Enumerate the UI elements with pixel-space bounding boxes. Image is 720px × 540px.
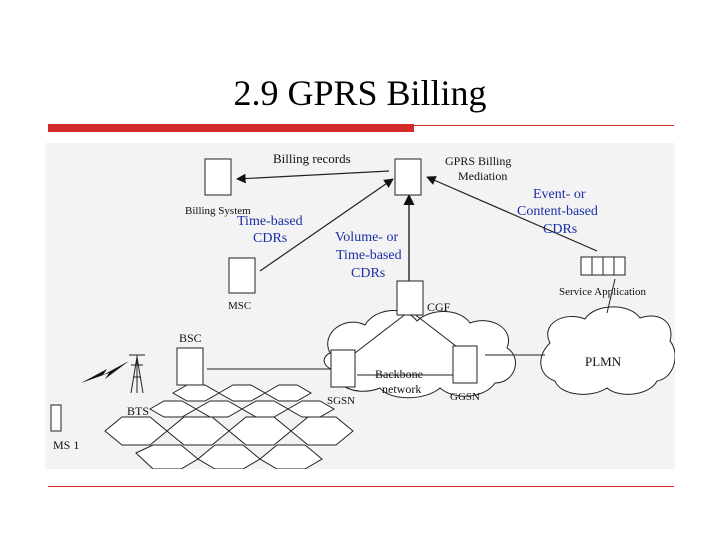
slide-title: 2.9 GPRS Billing <box>233 73 487 113</box>
msc-label: MSC <box>228 300 251 312</box>
event-label-line3: CDRs <box>543 222 577 237</box>
bts-label: BTS <box>127 404 149 418</box>
billing-records-label: Billing records <box>273 151 351 166</box>
mediation-box <box>394 158 422 196</box>
cgf-label: CGF <box>427 300 451 314</box>
title-underline-thin <box>414 125 674 126</box>
backbone-label-line2: network <box>382 382 421 396</box>
event-label-line2: Content-based <box>517 204 598 219</box>
diagram-panel: Billing System GPRS Billing Mediation MS… <box>45 143 676 470</box>
footer-rule <box>48 486 674 487</box>
bts-tower-icon <box>129 354 145 394</box>
backbone-label-line1: Backbone <box>375 367 423 381</box>
mediation-label-line1: GPRS Billing <box>445 154 511 168</box>
billing-system-box <box>204 158 232 196</box>
event-label-line1: Event- or <box>533 187 586 202</box>
radio-link-icon <box>81 361 129 383</box>
time-based-label-line2: CDRs <box>253 231 287 246</box>
ggsn-box <box>452 345 478 384</box>
billing-system-label: Billing System <box>185 205 251 217</box>
sgsn-label: SGSN <box>327 395 355 407</box>
time-based-label-line1: Time-based <box>237 214 303 229</box>
mediation-label-line2: Mediation <box>458 169 507 183</box>
service-application-label: Service Application <box>559 286 647 298</box>
bsc-label: BSC <box>179 331 202 345</box>
bsc-box <box>176 347 204 386</box>
mobile-station-icon <box>50 404 62 432</box>
arrow-service-to-mediation <box>426 176 598 252</box>
plmn-label: PLMN <box>585 354 622 369</box>
volume-label-line2: Time-based <box>336 248 402 263</box>
title-underline-thick <box>48 124 414 132</box>
arrow-mediation-to-billing <box>236 170 390 184</box>
ms1-label: MS 1 <box>53 438 79 452</box>
volume-label-line3: CDRs <box>351 266 385 281</box>
arrow-msc-to-mediation <box>259 178 394 272</box>
sgsn-box <box>330 349 356 388</box>
hex-cell-grid <box>104 384 354 470</box>
cgf-box <box>396 280 424 316</box>
plmn-cloud <box>540 306 676 395</box>
msc-box <box>228 257 256 294</box>
ggsn-label: GGSN <box>450 391 480 403</box>
gprs-billing-diagram: Billing System GPRS Billing Mediation MS… <box>50 151 676 470</box>
link-service-plmn <box>606 278 616 314</box>
volume-label-line1: Volume- or <box>335 230 398 245</box>
link-cgf-sgsn <box>354 312 408 354</box>
